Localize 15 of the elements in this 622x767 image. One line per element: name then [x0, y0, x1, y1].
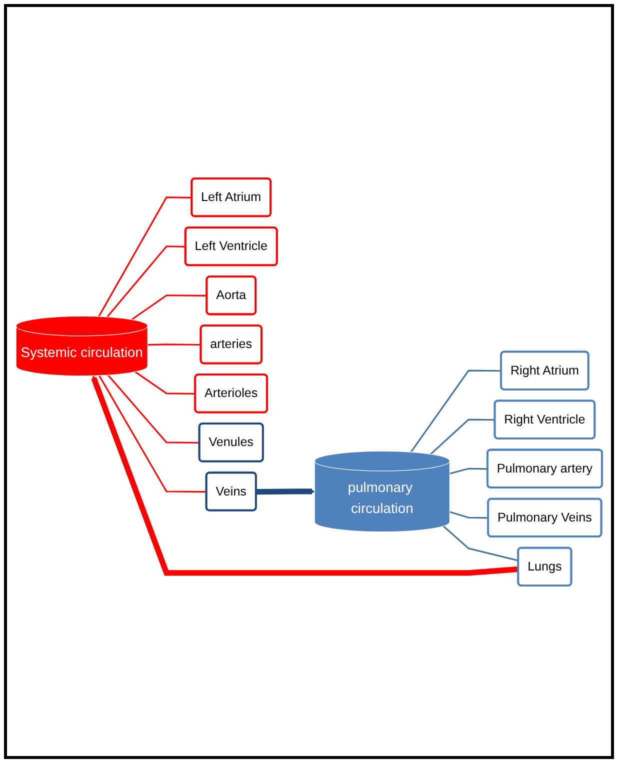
connector: [131, 294, 207, 320]
connector: [134, 370, 196, 394]
connector: [148, 343, 202, 346]
frame-border: Systemic circulation Left Atrium Left Ventricle Aorta arteries Arterioles Venules Veins pulmonary circulation Right Atrium Right Ventricle Pulmonary artery Pulmonary Veins Lungs: [4, 4, 614, 759]
connector: [106, 245, 186, 317]
connector: [430, 418, 496, 454]
arrow: [256, 488, 315, 494]
arrow: [91, 375, 519, 576]
connector: [107, 374, 200, 444]
connector: [98, 374, 207, 492]
connector: [442, 525, 519, 561]
connector: [450, 467, 488, 474]
connector: [410, 369, 502, 452]
connector: [98, 196, 192, 316]
connector: [449, 510, 488, 518]
